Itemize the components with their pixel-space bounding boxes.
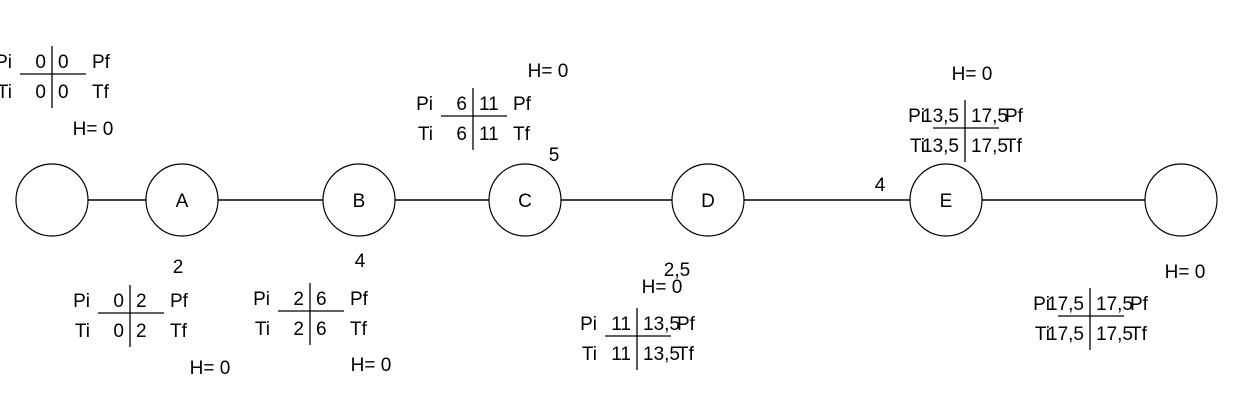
value-tf-end: 17,5	[1096, 324, 1133, 345]
node-B[interactable]	[322, 163, 396, 237]
label-tf-D: Tf	[677, 344, 695, 365]
label-pf-C: Pf	[513, 94, 532, 115]
value-pf-E: 17,5	[971, 106, 1008, 127]
value-pi-D: 11	[611, 314, 631, 335]
value-pi-C: 6	[456, 94, 467, 115]
value-pi-B: 2	[293, 289, 304, 310]
node-label-B: B	[353, 191, 366, 212]
value-pf-B: 6	[316, 289, 327, 310]
node-end[interactable]	[1144, 163, 1218, 237]
slack-A: H= 0	[190, 358, 231, 379]
label-pi-B: Pi	[253, 289, 270, 310]
value-tf-D: 13,5	[643, 344, 680, 365]
slack-C: H= 0	[528, 61, 569, 82]
label-tf-end: Tf	[1130, 324, 1148, 345]
label-ti-D: Ti	[582, 344, 597, 365]
value-pi-A: 0	[113, 291, 124, 312]
value-tf-E: 17,5	[971, 136, 1008, 157]
label-pf-end: Pf	[1130, 294, 1149, 315]
label-ti-A: Ti	[75, 321, 90, 342]
value-pi-E: 13,5	[922, 106, 959, 127]
value-pf-D: 13,5	[643, 314, 680, 335]
label-pf-D: Pf	[677, 314, 696, 335]
label-pi-E: Pi	[908, 106, 925, 127]
value-ti-D: 11	[611, 344, 631, 365]
label-pf-E: Pf	[1005, 106, 1024, 127]
slack-B: H= 0	[351, 355, 392, 376]
label-pf-A: Pf	[170, 291, 189, 312]
label-pi-D: Pi	[580, 314, 597, 335]
slack-start: H= 0	[73, 119, 114, 140]
node-label-E: E	[940, 191, 953, 212]
label-tf-A: Tf	[170, 321, 188, 342]
value-pf-start: 0	[58, 52, 69, 73]
label-tf-start: Tf	[92, 82, 110, 103]
node-start[interactable]	[15, 163, 89, 237]
label-tf-C: Tf	[513, 124, 531, 145]
value-tf-B: 6	[316, 319, 327, 340]
label-ti-E: Ti	[910, 136, 925, 157]
label-ti-C: Ti	[418, 124, 433, 145]
label-ti-B: Ti	[255, 319, 270, 340]
label-pi-start: Pi	[0, 52, 12, 73]
value-ti-start: 0	[35, 82, 46, 103]
value-ti-B: 2	[293, 319, 304, 340]
value-pi-end: 17,5	[1047, 294, 1084, 315]
value-ti-A: 0	[113, 321, 124, 342]
duration-B: 4	[355, 251, 366, 272]
duration-C: 5	[549, 145, 560, 166]
node-D[interactable]	[671, 163, 745, 237]
duration-A: 2	[173, 257, 184, 278]
label-pf-B: Pf	[350, 289, 369, 310]
value-tf-start: 0	[58, 82, 69, 103]
label-ti-start: Ti	[0, 82, 12, 103]
node-label-D: D	[701, 191, 715, 212]
label-pi-A: Pi	[73, 291, 90, 312]
duration-D: 2,5	[664, 260, 690, 281]
value-tf-A: 2	[136, 321, 147, 342]
label-tf-E: Tf	[1005, 136, 1023, 157]
value-pf-A: 2	[136, 291, 147, 312]
node-label-C: C	[518, 191, 532, 212]
slack-E: H= 0	[952, 64, 993, 85]
value-ti-E: 13,5	[922, 136, 959, 157]
label-ti-end: Ti	[1035, 324, 1050, 345]
value-ti-C: 6	[456, 124, 467, 145]
label-tf-B: Tf	[350, 319, 368, 340]
value-pf-end: 17,5	[1096, 294, 1133, 315]
slack-end: H= 0	[1165, 262, 1206, 283]
value-pi-start: 0	[35, 52, 46, 73]
value-pf-C: 11	[479, 94, 499, 115]
label-pi-C: Pi	[416, 94, 433, 115]
node-A[interactable]	[145, 163, 219, 237]
label-pi-end: Pi	[1033, 294, 1050, 315]
node-C[interactable]	[488, 163, 562, 237]
node-label-A: A	[176, 191, 189, 212]
duration-E: 4	[875, 175, 886, 196]
value-ti-end: 17,5	[1047, 324, 1084, 345]
node-E[interactable]	[909, 163, 983, 237]
label-pf-start: Pf	[92, 52, 111, 73]
slack-D: H= 0	[642, 277, 683, 298]
value-tf-C: 11	[479, 124, 499, 145]
